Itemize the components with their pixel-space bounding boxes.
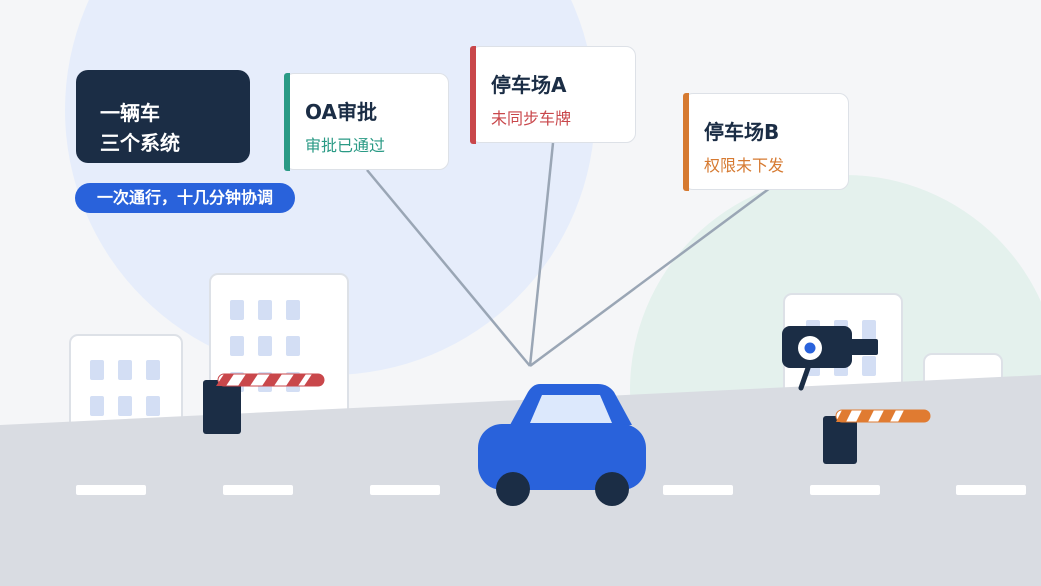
card-status: 权限未下发 bbox=[704, 156, 785, 175]
card-title: 停车场B bbox=[704, 120, 780, 144]
connector-lines bbox=[366, 142, 771, 368]
card-accent-bar bbox=[469, 45, 476, 144]
gate-barrier-icon bbox=[203, 373, 325, 434]
headline-line-1: 一辆车 bbox=[100, 101, 160, 125]
card-accent-bar bbox=[283, 72, 290, 171]
card-accent-bar bbox=[682, 92, 689, 191]
system-card-parking-a: 停车场A 未同步车牌 bbox=[469, 45, 636, 144]
headline-box: 一辆车 三个系统 bbox=[76, 70, 250, 163]
card-status: 未同步车牌 bbox=[491, 109, 572, 128]
system-card-oa: OA审批 审批已通过 bbox=[283, 72, 449, 171]
tagline-pill: 一次通行，十几分钟协调 bbox=[75, 183, 295, 213]
card-title: OA审批 bbox=[305, 100, 377, 124]
system-card-parking-b: 停车场B 权限未下发 bbox=[682, 92, 849, 191]
card-title: 停车场A bbox=[491, 73, 567, 97]
building-icon bbox=[69, 334, 183, 446]
car-icon bbox=[478, 384, 646, 506]
security-camera-icon bbox=[782, 326, 878, 391]
headline-line-2: 三个系统 bbox=[100, 131, 180, 155]
road-lane-markings bbox=[76, 485, 1026, 495]
card-status: 审批已通过 bbox=[305, 136, 386, 155]
gate-barrier-icon bbox=[823, 409, 931, 464]
